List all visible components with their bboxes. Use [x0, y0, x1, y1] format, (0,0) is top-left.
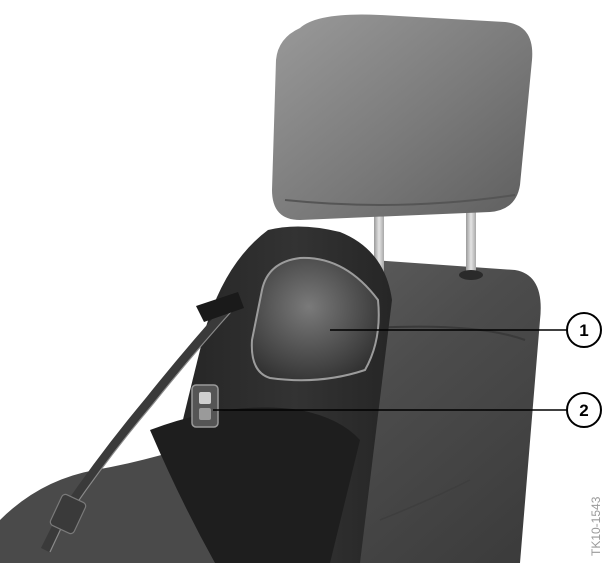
callout-2-label: 2: [579, 401, 588, 420]
figure-code: TK10-1543: [589, 496, 603, 556]
switch-button-upper: [199, 392, 211, 404]
rod-socket-right: [459, 270, 483, 280]
callout-1-label: 1: [579, 321, 588, 340]
seat-control-switch: [192, 385, 218, 427]
headrest: [272, 15, 532, 220]
switch-button-lower: [199, 408, 211, 420]
